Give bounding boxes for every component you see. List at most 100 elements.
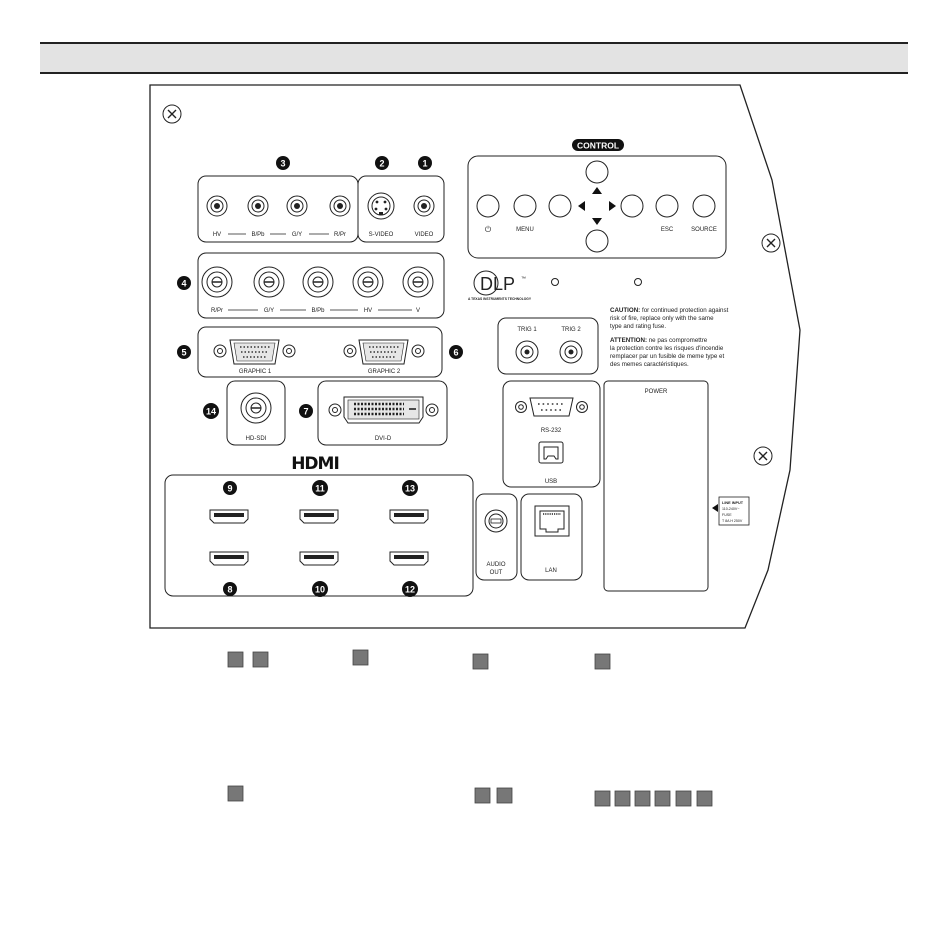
hdmi-port-11[interactable] [299, 509, 339, 524]
rca-connector-rpr[interactable] [329, 195, 351, 217]
bnc-connector-bpb[interactable] [302, 266, 334, 298]
trig1-label: TRIG 1 [517, 327, 537, 333]
graphic-group [197, 326, 443, 378]
trigger-jack-2[interactable] [559, 340, 583, 364]
arrow-down-icon [592, 218, 602, 225]
svg-text:1: 1 [422, 159, 427, 169]
up-button[interactable] [585, 160, 609, 184]
rpr2-label: R/Pr [211, 308, 223, 314]
caution-text: risk of fire, replace only with the same [610, 315, 714, 322]
badge-8: 8 [223, 582, 237, 596]
usb-label: USB [545, 479, 557, 485]
hdmi-port-8[interactable] [209, 551, 249, 566]
svg-text:3: 3 [280, 159, 285, 169]
hv2-label: HV [364, 308, 372, 314]
vga-connector-graphic-1[interactable] [213, 339, 296, 365]
arrow-left-icon [578, 201, 585, 211]
svg-text:5: 5 [181, 348, 186, 358]
bnc-connector-rpr[interactable] [201, 266, 233, 298]
marker-square [614, 790, 631, 807]
esc-label: ESC [661, 227, 674, 233]
marker-square [696, 790, 713, 807]
badge-10: 10 [312, 581, 328, 597]
dvid-label: DVI-D [375, 436, 392, 442]
bnc-connector-v[interactable] [402, 266, 434, 298]
dlp-logo: DLP ™ A TEXAS INSTRUMENTS TECHNOLOGY [468, 270, 532, 301]
svg-text:14: 14 [206, 407, 216, 417]
attention-text: des memes caractéristiques. [610, 361, 689, 368]
badge-4: 4 [177, 276, 191, 290]
svg-text:FUSE: FUSE [722, 513, 732, 517]
lan-label: LAN [545, 568, 557, 574]
hdmi-port-9[interactable] [209, 509, 249, 524]
badge-1: 1 [418, 156, 432, 170]
svg-text:A TEXAS INSTRUMENTS TECHNOLOGY: A TEXAS INSTRUMENTS TECHNOLOGY [468, 297, 532, 301]
esc-button[interactable] [655, 194, 679, 218]
marker-square [472, 653, 489, 670]
power-button[interactable] [476, 194, 500, 218]
hdmi-port-13[interactable] [389, 509, 429, 524]
dvi-connector[interactable] [328, 396, 439, 424]
badge-7: 7 [299, 404, 313, 418]
left-button[interactable] [548, 194, 572, 218]
screw-icon [162, 104, 182, 124]
graphic1-label: GRAPHIC 1 [239, 369, 272, 375]
control-panel [467, 155, 727, 259]
bnc-connector-gy[interactable] [253, 266, 285, 298]
hdmi-port-10[interactable] [299, 551, 339, 566]
rca-connector-video[interactable] [413, 195, 435, 217]
trigger-jack-1[interactable] [515, 340, 539, 364]
attention-text: ATTENTION: ne pas compromettre [610, 337, 708, 344]
arrow-left-icon [712, 504, 718, 512]
rs232-connector[interactable] [515, 397, 588, 417]
marker-square [594, 653, 611, 670]
hdmi-port-12[interactable] [389, 551, 429, 566]
menu-button[interactable] [513, 194, 537, 218]
screw-icon [761, 233, 781, 253]
right-button[interactable] [620, 194, 644, 218]
badge-12: 12 [402, 581, 418, 597]
svideo-connector[interactable] [367, 192, 395, 220]
bnc-group [197, 252, 445, 319]
indicator-led [634, 278, 642, 286]
control-title: CONTROL [577, 141, 619, 151]
usb-connector[interactable] [538, 441, 564, 464]
audio-out-label: OUT [490, 570, 503, 576]
marker-square [634, 790, 651, 807]
caution-text: type and rating fuse. [610, 323, 666, 330]
attention-text: remplacer par un fusible de meme type et [610, 353, 724, 360]
rca-connector-bpb[interactable] [247, 195, 269, 217]
svg-text:11: 11 [315, 484, 325, 494]
bpb-label: B/Pb [251, 232, 265, 238]
section-header-bar [40, 42, 908, 74]
vga-connector-graphic-2[interactable] [343, 339, 425, 365]
badge-5: 5 [177, 345, 191, 359]
lan-port[interactable] [534, 505, 570, 537]
badge-9: 9 [223, 481, 237, 495]
svg-text:8: 8 [227, 585, 232, 595]
badge-14: 14 [203, 403, 219, 419]
svg-text:12: 12 [405, 585, 415, 595]
rca-connector-hv[interactable] [206, 195, 228, 217]
source-button[interactable] [692, 194, 716, 218]
audio-out-jack[interactable] [484, 509, 508, 533]
bnc-connector-hdsdi[interactable] [240, 392, 272, 424]
svg-text:10: 10 [315, 585, 325, 595]
marker-square [496, 787, 513, 804]
power-label: ⏻ [485, 225, 492, 234]
hdsdi-group [226, 380, 286, 446]
down-button[interactable] [585, 229, 609, 253]
svg-text:2: 2 [379, 159, 384, 169]
bnc-connector-hv[interactable] [352, 266, 384, 298]
svg-text:110-240V~: 110-240V~ [722, 507, 739, 511]
rca-connector-gy[interactable] [286, 195, 308, 217]
hdsdi-label: HD-SDI [246, 436, 267, 442]
marker-square [227, 651, 244, 668]
svg-text:DLP: DLP [480, 274, 515, 294]
badge-13: 13 [402, 480, 418, 496]
trigger-group [497, 317, 599, 375]
panel-outline [149, 84, 801, 629]
bpb2-label: B/Pb [311, 308, 325, 314]
arrow-up-icon [592, 187, 602, 194]
